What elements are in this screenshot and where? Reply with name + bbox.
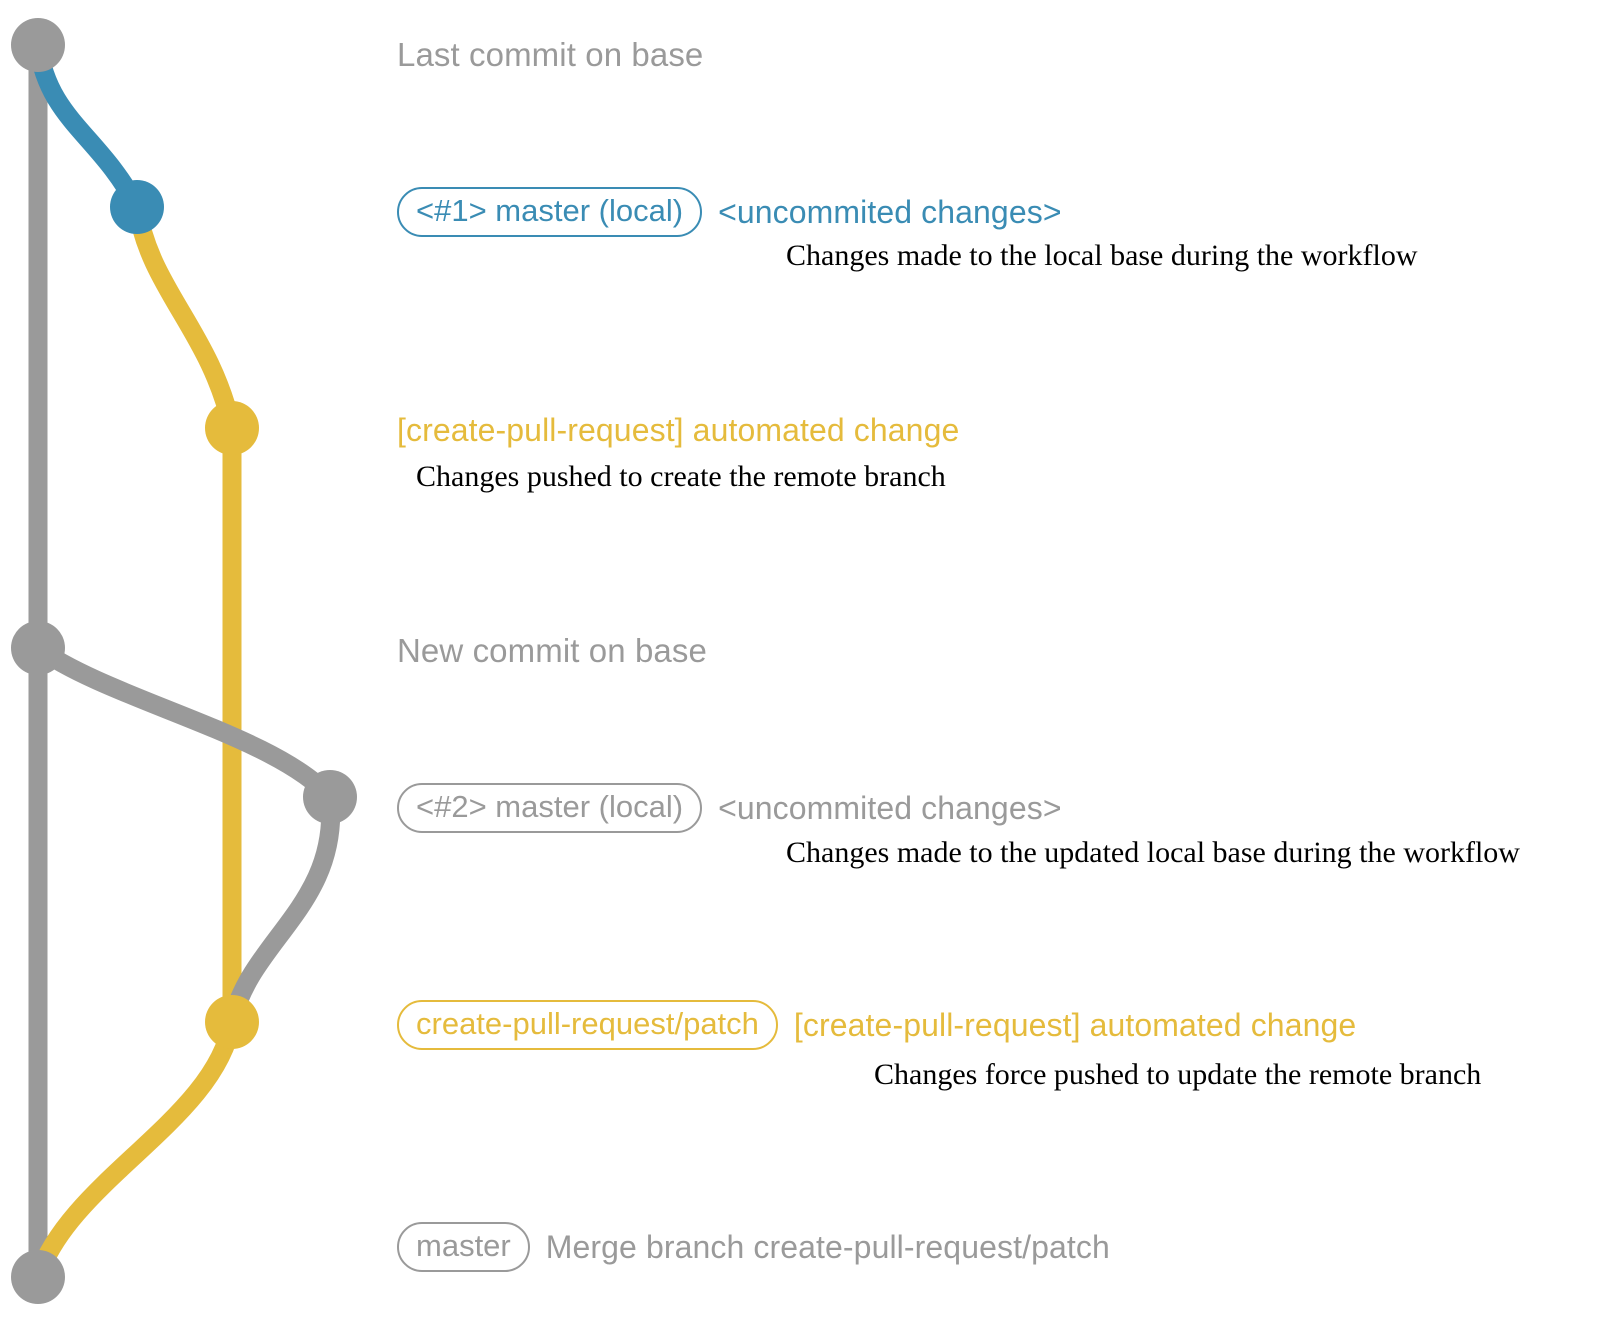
branch-graph — [11, 18, 357, 1304]
description-master-local-2: Changes made to the updated local base d… — [786, 836, 1520, 869]
node-automated-change-2 — [205, 995, 259, 1049]
node-automated-change-1 — [205, 401, 259, 455]
edge-patch-2-to-merge — [28, 1012, 242, 1287]
node-merge-commit — [11, 1250, 65, 1304]
description-automated-change-1: Changes pushed to create the remote bran… — [416, 460, 946, 493]
commit-message-master-local-2: <uncommited changes> — [718, 789, 1062, 826]
node-last-commit-on-base — [11, 18, 65, 72]
badge-master-local-1[interactable]: <#1> master (local) — [397, 187, 703, 238]
description-master-local-1: Changes made to the local base during th… — [786, 239, 1418, 272]
row-merge-commit: master Merge branch create-pull-request/… — [397, 1222, 1110, 1273]
description-automated-change-2: Changes force pushed to update the remot… — [874, 1058, 1482, 1091]
row-master-local-1: <#1> master (local) <uncommited changes> — [397, 187, 1062, 238]
commit-message-merge-commit: Merge branch create-pull-request/patch — [545, 1228, 1110, 1265]
row-master-local-2: <#2> master (local) <uncommited changes> — [397, 783, 1062, 834]
row-automated-change-2: create-pull-request/patch [create-pull-r… — [397, 1000, 1357, 1051]
label-new-commit-on-base: New commit on base — [397, 632, 707, 669]
node-master-local-1 — [110, 180, 164, 234]
edge-base-to-local-1 — [28, 35, 147, 217]
badge-master-local-2[interactable]: <#2> master (local) — [397, 783, 703, 834]
badge-create-pull-request-patch[interactable]: create-pull-request/patch — [397, 1000, 778, 1051]
edge-local-2-to-patch-2 — [222, 787, 341, 1032]
edge-local-1-to-patch-1 — [127, 197, 242, 438]
commit-nodes — [11, 18, 357, 1304]
node-new-commit-on-base — [11, 621, 65, 675]
edge-base-to-local-2 — [28, 638, 340, 807]
commit-message-master-local-1: <uncommited changes> — [718, 193, 1062, 230]
node-master-local-2 — [303, 770, 357, 824]
label-last-commit-on-base: Last commit on base — [397, 36, 704, 73]
commit-message-automated-change-2: [create-pull-request] automated change — [793, 1006, 1357, 1043]
badge-master[interactable]: master — [397, 1222, 530, 1273]
commit-message-automated-change-1: [create-pull-request] automated change — [397, 412, 960, 448]
